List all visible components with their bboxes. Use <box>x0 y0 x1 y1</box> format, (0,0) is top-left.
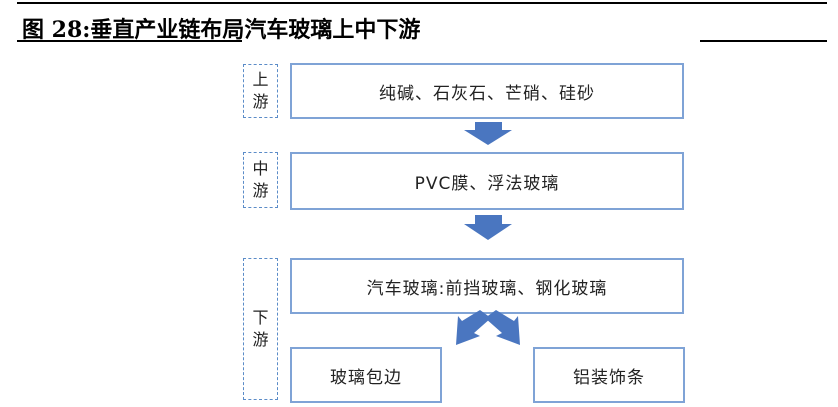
box-midstream-materials: PVC膜、浮法玻璃 <box>290 152 684 210</box>
tag-upstream-label: 上游 <box>252 70 269 111</box>
box-upstream-materials: 纯碱、石灰石、芒硝、硅砂 <box>290 63 684 119</box>
arrow-midstream-to-downstream <box>464 215 512 240</box>
tag-midstream-label: 中游 <box>252 159 269 200</box>
tag-downstream-label: 下游 <box>252 308 269 349</box>
box-downstream-auto-glass: 汽车玻璃:前挡玻璃、钢化玻璃 <box>290 258 684 314</box>
tag-midstream: 中游 <box>243 152 278 208</box>
title-underline-right <box>700 40 827 42</box>
tag-upstream: 上游 <box>243 64 278 118</box>
box-aluminum-trim: 铝装饰条 <box>533 347 685 403</box>
box-glass-edging: 玻璃包边 <box>290 347 442 403</box>
arrow-downstream-to-aluminum-trim <box>485 310 520 345</box>
figure-title: 图 28:垂直产业链布局汽车玻璃上中下游 <box>22 17 421 43</box>
arrow-downstream-to-glass-edging <box>456 310 491 345</box>
arrow-upstream-to-midstream <box>464 122 512 145</box>
title-underline-left <box>17 40 242 42</box>
top-rule <box>17 2 827 4</box>
tag-downstream: 下游 <box>243 258 278 400</box>
